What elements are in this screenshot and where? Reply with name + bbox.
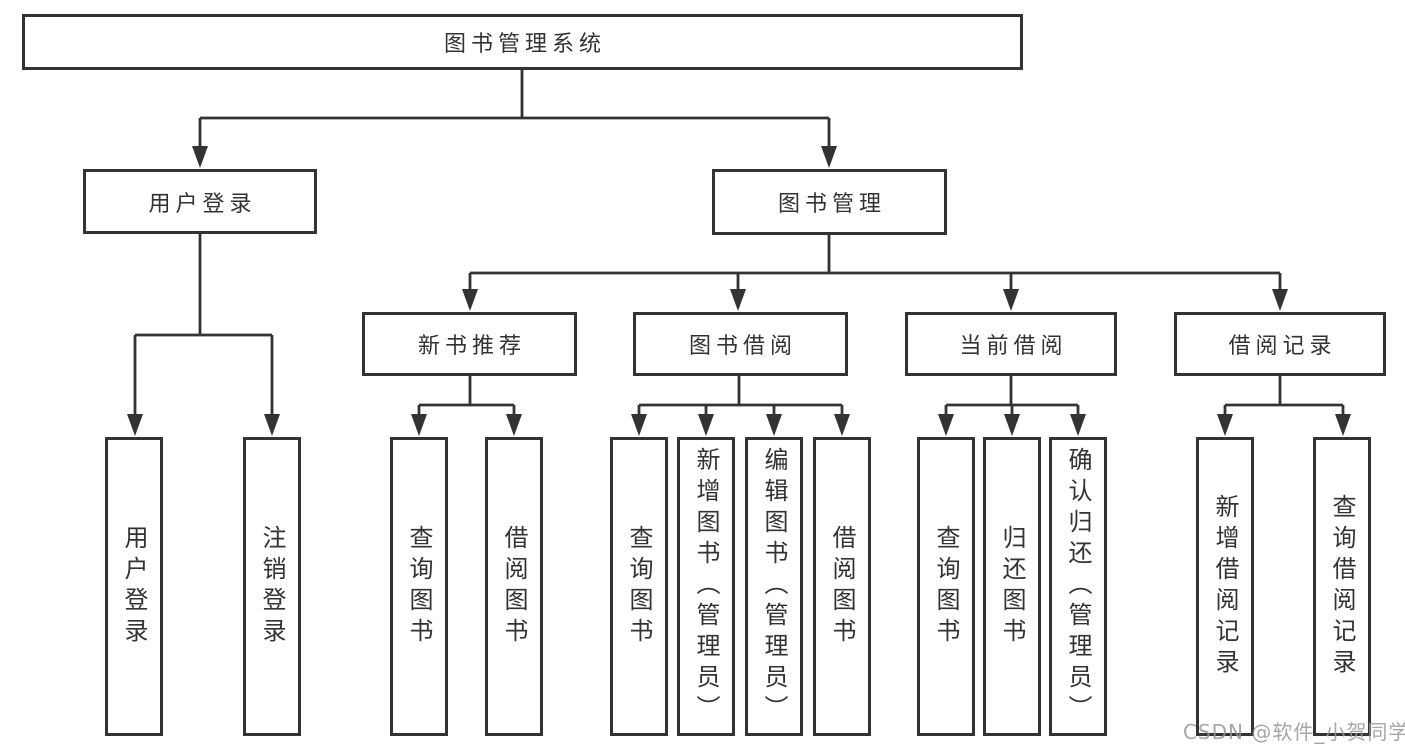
leaf-query-borrow-record: 查询借阅记录 <box>1313 437 1371 736</box>
node-label: 确认归还（管理员） <box>1064 447 1092 726</box>
node-label: 图书借阅 <box>688 334 797 359</box>
node-label: 查询图书 <box>932 524 960 649</box>
node-new-book-recommendation: 新书推荐 <box>362 312 577 376</box>
leaf-edit-books-admin: 编辑图书（管理员） <box>745 437 803 736</box>
csdn-watermark: CSDN @软件_小贺同学 <box>1183 720 1405 744</box>
node-label: 查询图书 <box>405 524 433 649</box>
node-label: 注销登录 <box>258 524 286 649</box>
leaf-query-books-current: 查询图书 <box>917 437 975 736</box>
leaf-query-books-recommendation: 查询图书 <box>390 437 448 736</box>
node-label: 新增图书（管理员） <box>692 447 720 726</box>
node-label: 新书推荐 <box>417 334 526 359</box>
leaf-borrow-books-recommendation: 借阅图书 <box>485 437 543 736</box>
node-label: 当前借阅 <box>959 334 1068 359</box>
node-label: 查询图书 <box>625 524 653 649</box>
leaf-add-books-admin: 新增图书（管理员） <box>677 437 735 736</box>
node-user-login-branch: 用户登录 <box>83 169 317 234</box>
node-label: 借阅记录 <box>1228 334 1337 359</box>
node-label: 查询借阅记录 <box>1328 493 1356 680</box>
node-label: 编辑图书（管理员） <box>760 447 788 726</box>
node-label: 借阅图书 <box>500 524 528 649</box>
leaf-user-login: 用户登录 <box>105 437 163 736</box>
node-label: 归还图书 <box>998 524 1026 649</box>
node-borrowing-records: 借阅记录 <box>1174 312 1386 376</box>
node-library-management-system: 图书管理系统 <box>22 14 1023 70</box>
node-label: 用户登录 <box>148 191 257 217</box>
node-book-borrowing: 图书借阅 <box>633 312 848 376</box>
leaf-add-borrow-record: 新增借阅记录 <box>1196 437 1254 736</box>
leaf-logout: 注销登录 <box>243 437 301 736</box>
node-label: 图书管理系统 <box>443 32 606 57</box>
node-label: 用户登录 <box>120 524 148 649</box>
node-label: 借阅图书 <box>828 524 856 649</box>
node-book-management-branch: 图书管理 <box>712 169 947 235</box>
node-label: 新增借阅记录 <box>1211 493 1239 680</box>
leaf-confirm-return-admin: 确认归还（管理员） <box>1049 437 1107 736</box>
node-label: 图书管理 <box>777 192 886 217</box>
node-current-borrowing: 当前借阅 <box>905 312 1117 376</box>
leaf-query-books-borrowing: 查询图书 <box>610 437 668 736</box>
leaf-return-books: 归还图书 <box>983 437 1041 736</box>
leaf-borrow-books: 借阅图书 <box>813 437 871 736</box>
